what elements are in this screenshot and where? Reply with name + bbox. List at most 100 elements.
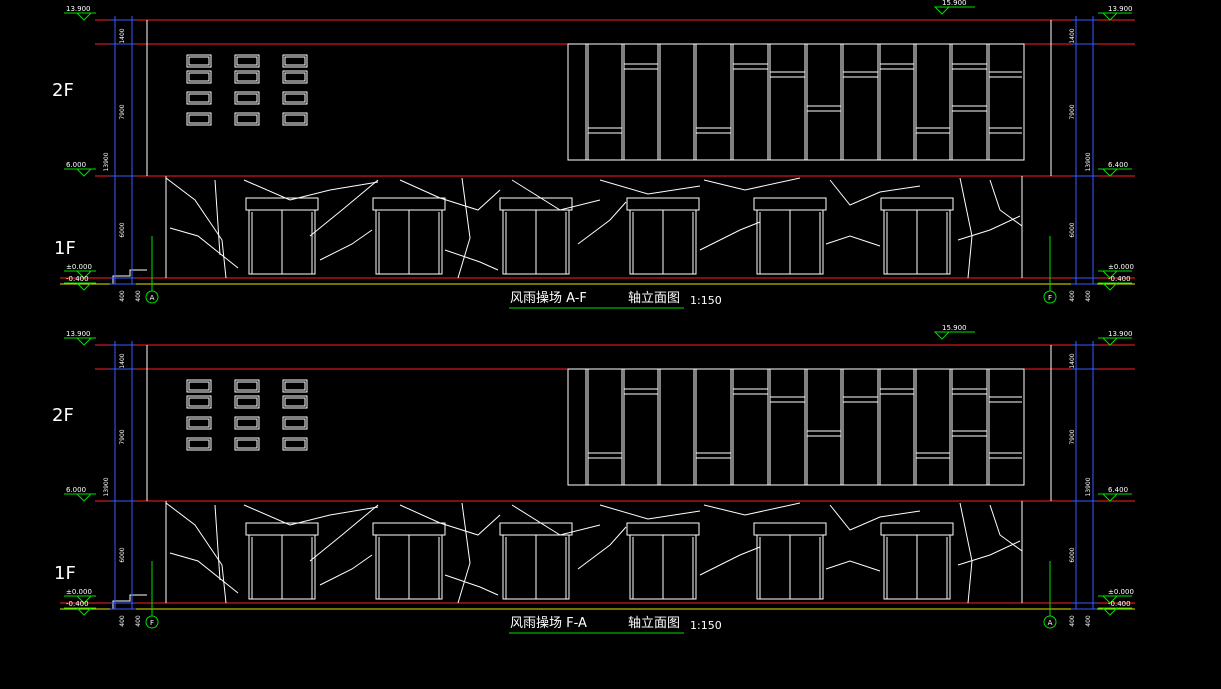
level-right: 6.400 bbox=[1108, 161, 1128, 169]
axis-label: A bbox=[1048, 619, 1053, 627]
small-window-inner bbox=[236, 381, 258, 391]
elevation-title: 风雨操场 A-F bbox=[510, 290, 587, 306]
branch bbox=[829, 504, 921, 531]
door-canopy bbox=[626, 197, 700, 211]
level-marker-right bbox=[1101, 12, 1119, 21]
level-left: -0.400 bbox=[66, 600, 89, 608]
small-window-inner bbox=[236, 439, 258, 449]
elevation-scale: 1:150 bbox=[690, 294, 722, 307]
dim-text: 400 bbox=[1085, 615, 1092, 627]
small-window bbox=[234, 395, 260, 409]
elevation-title: 风雨操场 F-A bbox=[510, 615, 587, 631]
small-window-inner bbox=[236, 114, 258, 124]
small-window bbox=[282, 54, 308, 68]
level-marker-left bbox=[75, 168, 93, 177]
branch bbox=[511, 179, 601, 211]
small-window bbox=[186, 395, 212, 409]
small-window bbox=[234, 91, 260, 105]
small-window bbox=[282, 70, 308, 84]
door-canopy bbox=[372, 522, 446, 536]
level-right: -0.400 bbox=[1108, 600, 1131, 608]
floor-label-upper: 2F bbox=[52, 80, 74, 101]
small-window-inner bbox=[236, 72, 258, 82]
elevation-scale: 1:150 bbox=[690, 619, 722, 632]
level-marker-left bbox=[75, 12, 93, 21]
small-window bbox=[186, 379, 212, 393]
level-top: 15.900 bbox=[942, 324, 967, 332]
small-window bbox=[186, 91, 212, 105]
branch bbox=[169, 552, 239, 594]
dim-text: 13900 bbox=[103, 477, 110, 496]
dim-text: 400 bbox=[119, 290, 126, 302]
small-window bbox=[282, 437, 308, 451]
small-window-inner bbox=[284, 72, 306, 82]
floor-label-lower: 1F bbox=[54, 238, 76, 259]
branch bbox=[829, 179, 921, 206]
door-canopy bbox=[753, 197, 827, 211]
level-right: ±0.000 bbox=[1108, 588, 1134, 596]
level-marker-top bbox=[933, 6, 951, 15]
small-window-inner bbox=[236, 93, 258, 103]
level-marker-right bbox=[1101, 168, 1119, 177]
elevation-title-suffix: 轴立面图 bbox=[628, 616, 680, 631]
axis-label: A bbox=[150, 294, 155, 302]
branch bbox=[599, 179, 701, 195]
branch bbox=[399, 179, 501, 211]
small-window bbox=[234, 112, 260, 126]
axis-label: F bbox=[1048, 294, 1052, 302]
door-canopy bbox=[753, 522, 827, 536]
branch bbox=[511, 504, 601, 536]
level-left: ±0.000 bbox=[66, 263, 92, 271]
small-window bbox=[282, 91, 308, 105]
branch bbox=[989, 504, 1023, 552]
small-window bbox=[186, 70, 212, 84]
level-marker-right bbox=[1101, 337, 1119, 346]
dim-text: 13900 bbox=[103, 152, 110, 171]
dim-text: 13900 bbox=[1085, 477, 1092, 496]
door-canopy bbox=[626, 522, 700, 536]
small-window-inner bbox=[188, 397, 210, 407]
branch bbox=[703, 502, 801, 516]
door-canopy bbox=[372, 197, 446, 211]
floor-label-lower: 1F bbox=[54, 563, 76, 584]
dim-text: 400 bbox=[1069, 290, 1076, 302]
branch bbox=[243, 504, 379, 526]
curtain-wall bbox=[567, 43, 1025, 161]
small-window bbox=[186, 437, 212, 451]
small-window bbox=[234, 437, 260, 451]
level-left: 6.000 bbox=[66, 161, 86, 169]
small-window-inner bbox=[236, 397, 258, 407]
branch bbox=[444, 249, 499, 271]
level-left: 6.000 bbox=[66, 486, 86, 494]
small-window-inner bbox=[284, 114, 306, 124]
dim-text: 400 bbox=[1085, 290, 1092, 302]
small-window bbox=[234, 70, 260, 84]
branch bbox=[825, 560, 881, 572]
dim-text: 6000 bbox=[1069, 547, 1076, 562]
level-right: 13.900 bbox=[1108, 5, 1133, 13]
small-window-inner bbox=[236, 56, 258, 66]
small-window bbox=[282, 395, 308, 409]
branch bbox=[599, 504, 701, 520]
dim-text: 7900 bbox=[1069, 429, 1076, 444]
branch bbox=[319, 229, 373, 261]
dim-text: 400 bbox=[1069, 615, 1076, 627]
dim-text: 6000 bbox=[119, 547, 126, 562]
step-left bbox=[112, 269, 147, 284]
branch bbox=[457, 502, 471, 604]
branch bbox=[243, 179, 379, 201]
small-window-inner bbox=[284, 56, 306, 66]
dim-text: 6000 bbox=[1069, 222, 1076, 237]
branch bbox=[165, 177, 227, 279]
dim-text: 400 bbox=[135, 615, 142, 627]
axis-bubble-right bbox=[1043, 615, 1057, 629]
small-window bbox=[186, 54, 212, 68]
small-window bbox=[234, 54, 260, 68]
branch bbox=[699, 221, 761, 251]
door-canopy bbox=[499, 522, 573, 536]
dim-text: 1400 bbox=[1069, 28, 1076, 43]
branch bbox=[703, 177, 801, 191]
small-window-inner bbox=[236, 418, 258, 428]
branch bbox=[309, 179, 379, 237]
branch bbox=[957, 540, 1021, 566]
